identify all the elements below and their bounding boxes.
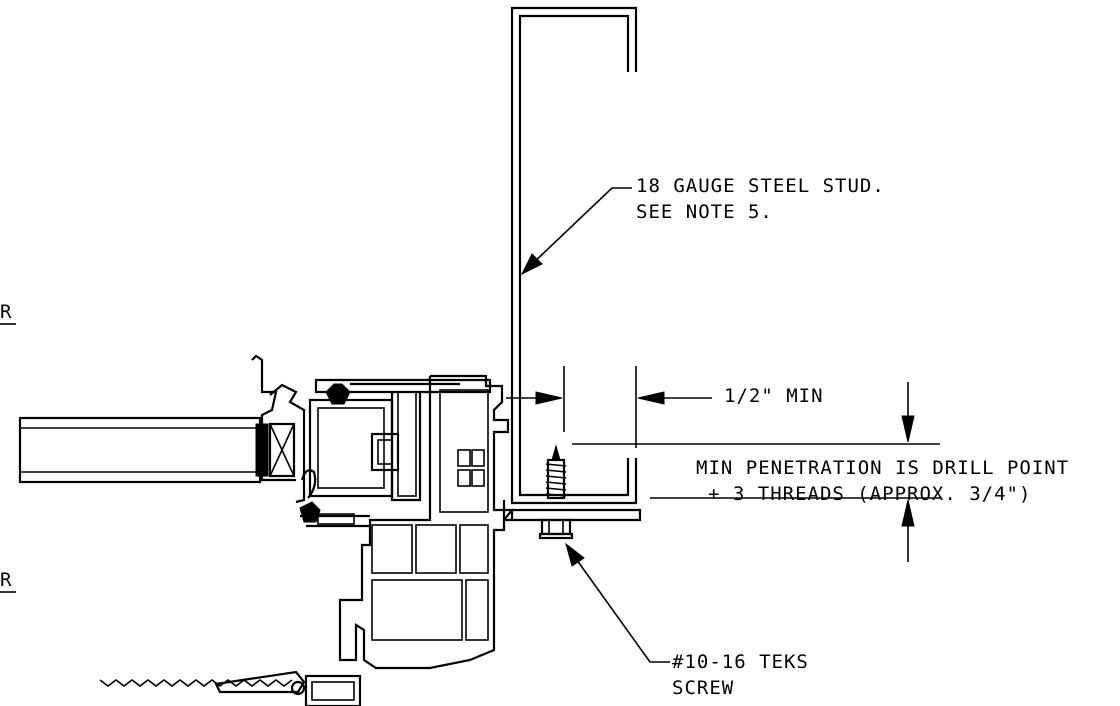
- glass-panel: [18, 416, 262, 484]
- screw-label-line1: #10-16 TEKS: [672, 651, 809, 673]
- stud-label-line2: SEE NOTE 5.: [636, 201, 773, 223]
- stud-leader: [520, 187, 632, 276]
- edge-letter-lower: R: [0, 569, 12, 591]
- edge-letter-upper: R: [0, 301, 12, 323]
- screw-label-line2: SCREW: [672, 677, 734, 699]
- stud-label-line1: 18 GAUGE STEEL STUD.: [636, 175, 885, 197]
- window-frame-profile: [300, 374, 514, 670]
- window-sash-profile: [251, 354, 492, 504]
- teks-screw: [538, 444, 574, 540]
- screw-leader: [565, 542, 670, 663]
- penetration-label-line1: MIN PENETRATION IS DRILL POINT: [696, 457, 1069, 479]
- weather-seals: [299, 383, 351, 523]
- dimension-half-inch: [506, 366, 712, 448]
- anchor-flange: [502, 500, 642, 524]
- dimension-label: 1/2" MIN: [724, 385, 824, 407]
- penetration-label-line2: + 3 THREADS (APPROX. 3/4"): [708, 483, 1031, 505]
- steel-stud: [510, 6, 638, 505]
- sill-assembly: [99, 670, 362, 706]
- dimension-penetration: [572, 382, 940, 562]
